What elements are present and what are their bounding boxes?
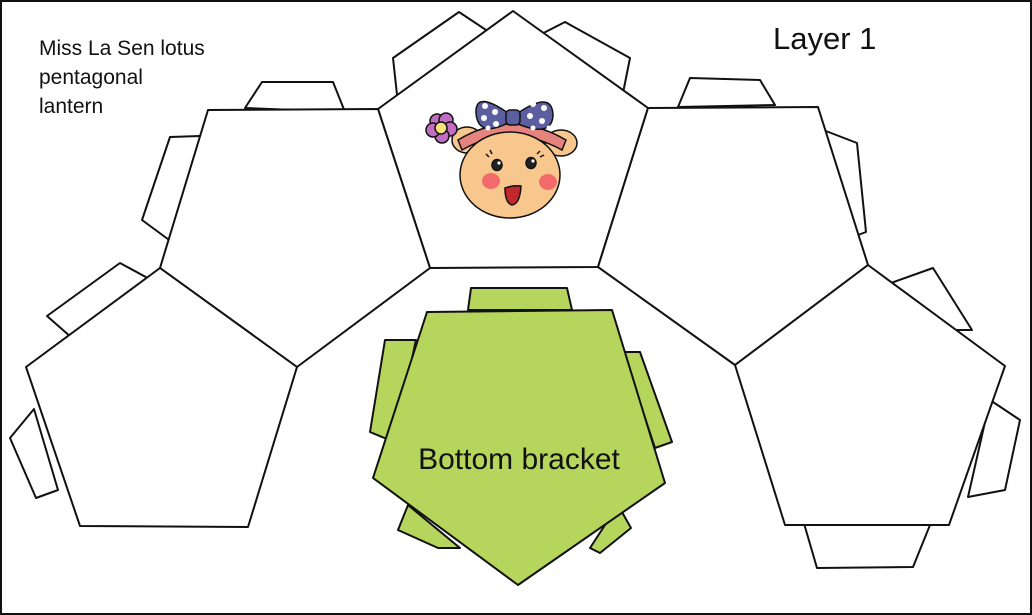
bow-icon: [475, 100, 554, 131]
glue-tab: [9, 408, 59, 499]
flower-icon: [425, 112, 458, 144]
bottom-bracket-pentagon: [372, 309, 666, 586]
bracket-tab-lower-left: [397, 504, 461, 549]
panel-upper-left: [159, 108, 431, 368]
bracket-tab-top: [467, 287, 573, 311]
bottom-bracket-label: Bottom bracket: [418, 443, 620, 476]
title-line: lantern: [39, 95, 104, 118]
glue-tab: [802, 519, 931, 569]
glue-tab: [967, 399, 1021, 498]
layer-label: Layer 1: [773, 21, 877, 56]
panel-lower-right: [734, 264, 1006, 526]
glue-tab: [244, 81, 346, 113]
title-line: Miss La Sen lotus: [39, 37, 205, 60]
title-line: pentagonal: [39, 66, 143, 89]
character-face-icon: [425, 100, 578, 219]
template-title: Miss La Sen lotus pentagonal lantern: [39, 34, 239, 121]
panel-lower-left: [25, 267, 298, 528]
glue-tab: [677, 77, 776, 108]
